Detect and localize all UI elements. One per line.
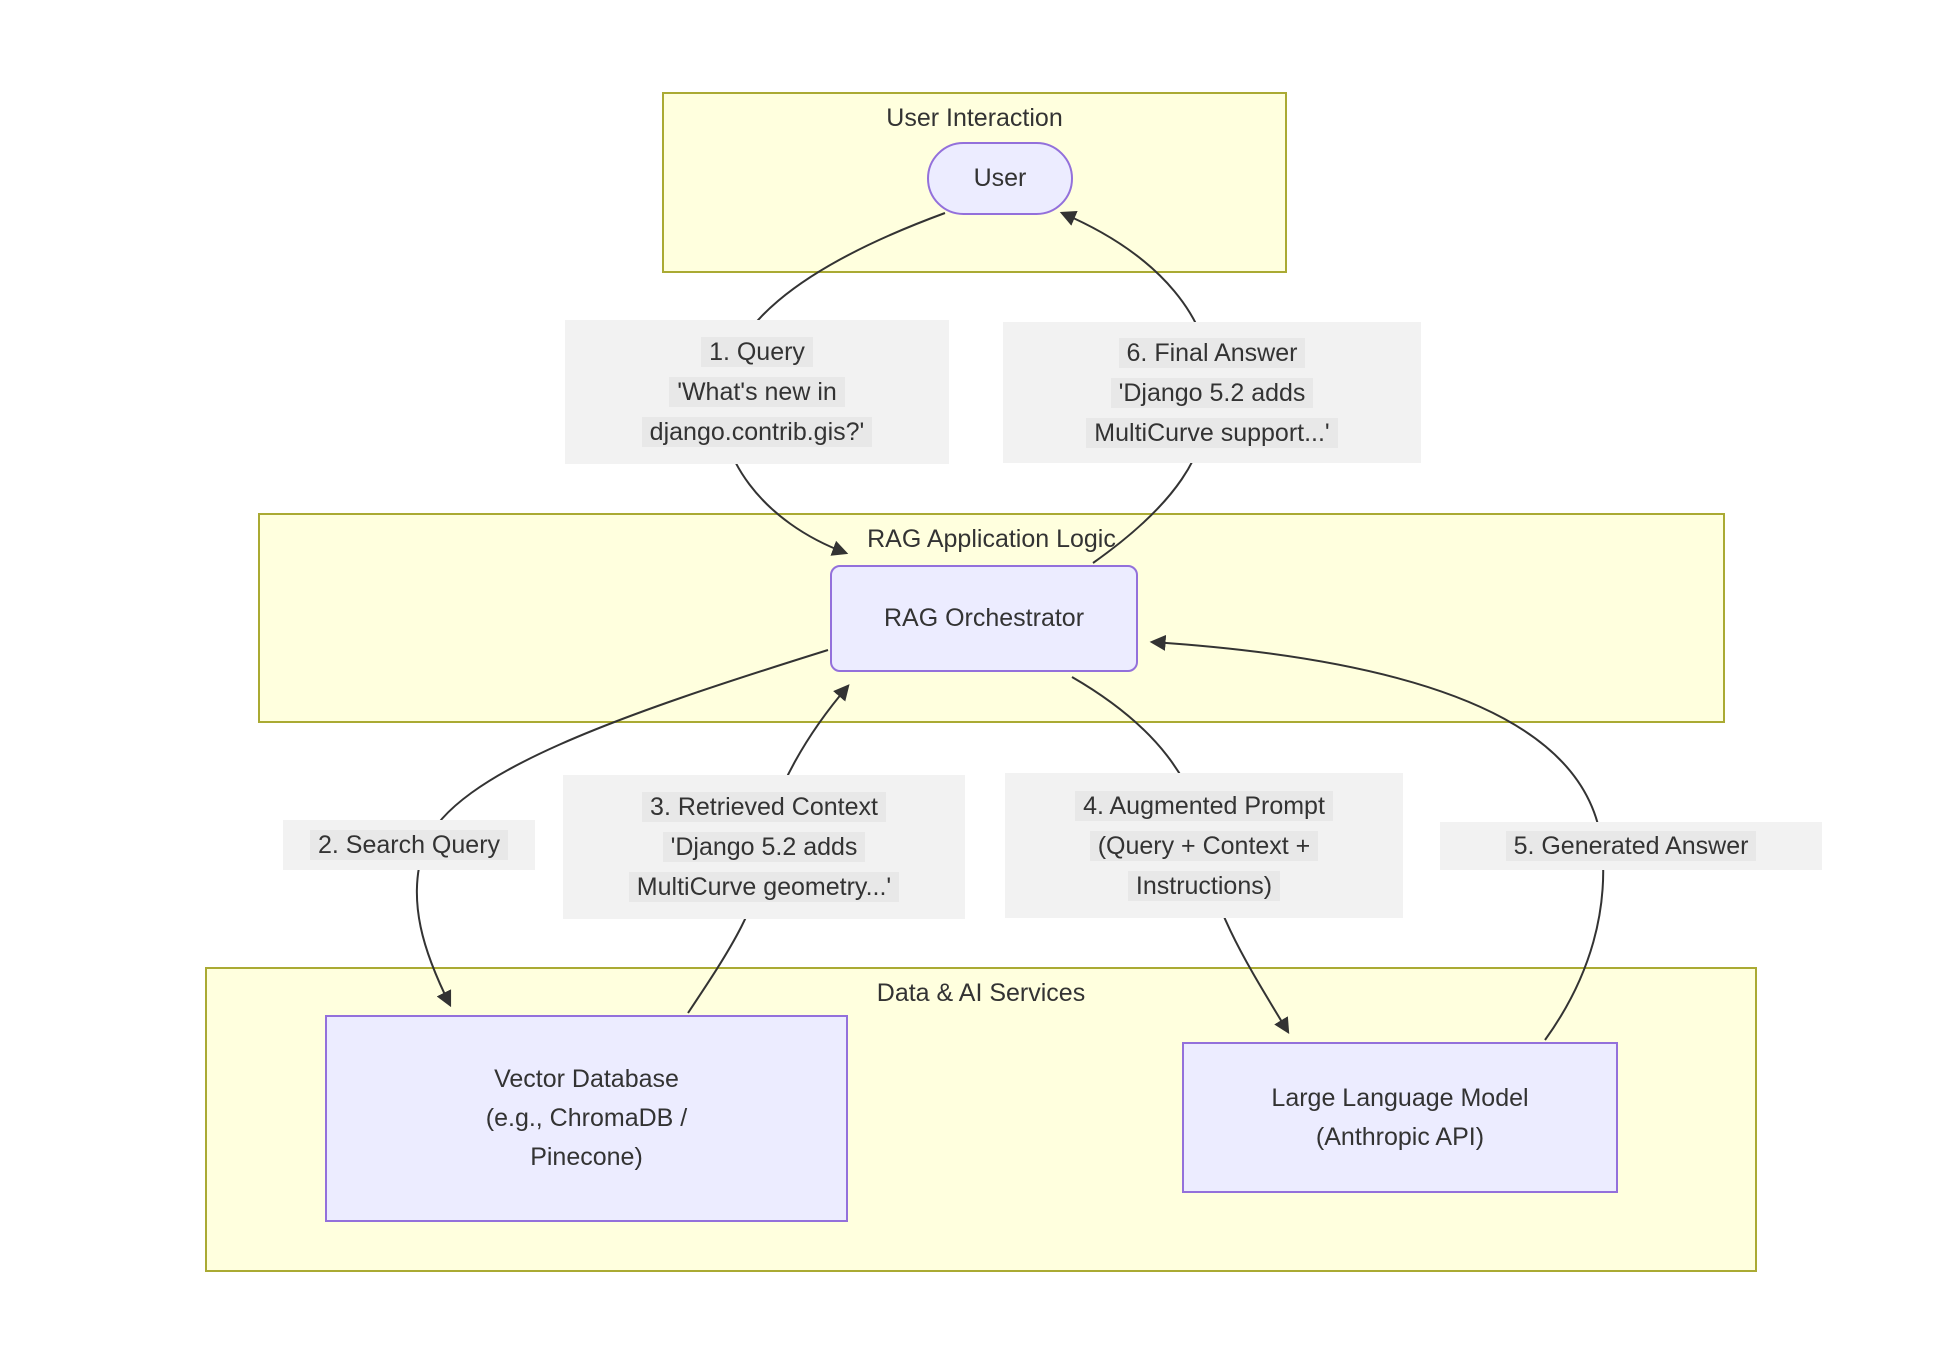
cluster-data-ai-services-label: Data & AI Services bbox=[876, 979, 1086, 1007]
edge-label-3-retrieved-context: 3. Retrieved Context 'Django 5.2 adds Mu… bbox=[563, 775, 965, 919]
edge-label-2-search-query: 2. Search Query bbox=[283, 820, 535, 870]
edge-label-line: 6. Final Answer bbox=[1118, 337, 1306, 368]
edge-5-generated-answer bbox=[1149, 634, 1605, 1041]
edge-label-line: 3. Retrieved Context bbox=[642, 792, 886, 822]
edge-label-line: 'Django 5.2 adds bbox=[1110, 377, 1314, 408]
node-vector-database: Vector Database (e.g., ChromaDB / Pineco… bbox=[325, 1015, 848, 1222]
edge-label-line: 2. Search Query bbox=[309, 830, 509, 860]
node-large-language-model-label: Large Language Model bbox=[1271, 1083, 1529, 1112]
edge-label-line: MultiCurve geometry...' bbox=[628, 872, 900, 902]
node-vector-database-label: Pinecone) bbox=[530, 1143, 643, 1171]
edge-label-line: 'Django 5.2 adds bbox=[662, 832, 866, 862]
node-user-label: User bbox=[973, 164, 1027, 192]
edge-label-line: 4. Augmented Prompt bbox=[1075, 790, 1333, 821]
cluster-rag-application-logic-label: RAG Application Logic bbox=[867, 525, 1116, 553]
node-user: User bbox=[927, 142, 1073, 215]
edge-label-line: 1. Query bbox=[701, 337, 813, 367]
edge-label-line: (Query + Context + bbox=[1089, 830, 1319, 861]
edge-label-5-generated-answer: 5. Generated Answer bbox=[1440, 822, 1822, 870]
node-large-language-model-label: (Anthropic API) bbox=[1315, 1122, 1485, 1151]
cluster-user-interaction-label: User Interaction bbox=[886, 104, 1063, 132]
node-large-language-model: Large Language Model (Anthropic API) bbox=[1182, 1042, 1618, 1193]
edge-label-line: 'What's new in bbox=[669, 377, 845, 407]
edge-label-line: Instructions) bbox=[1127, 870, 1281, 901]
edge-label-line: 5. Generated Answer bbox=[1505, 831, 1757, 861]
node-vector-database-label: (e.g., ChromaDB / bbox=[485, 1104, 688, 1132]
edge-label-line: MultiCurve support...' bbox=[1086, 417, 1338, 448]
edge-label-line: django.contrib.gis?' bbox=[641, 417, 873, 447]
edge-label-6-final-answer: 6. Final Answer 'Django 5.2 adds MultiCu… bbox=[1003, 322, 1421, 463]
edge-2-search-query bbox=[415, 649, 829, 1008]
node-vector-database-label: Vector Database bbox=[494, 1065, 679, 1093]
node-rag-orchestrator-label: RAG Orchestrator bbox=[883, 604, 1085, 632]
edge-label-4-augmented-prompt: 4. Augmented Prompt (Query + Context + I… bbox=[1005, 773, 1403, 918]
node-rag-orchestrator: RAG Orchestrator bbox=[830, 565, 1138, 672]
edge-label-1-query: 1. Query 'What's new in django.contrib.g… bbox=[565, 320, 949, 464]
